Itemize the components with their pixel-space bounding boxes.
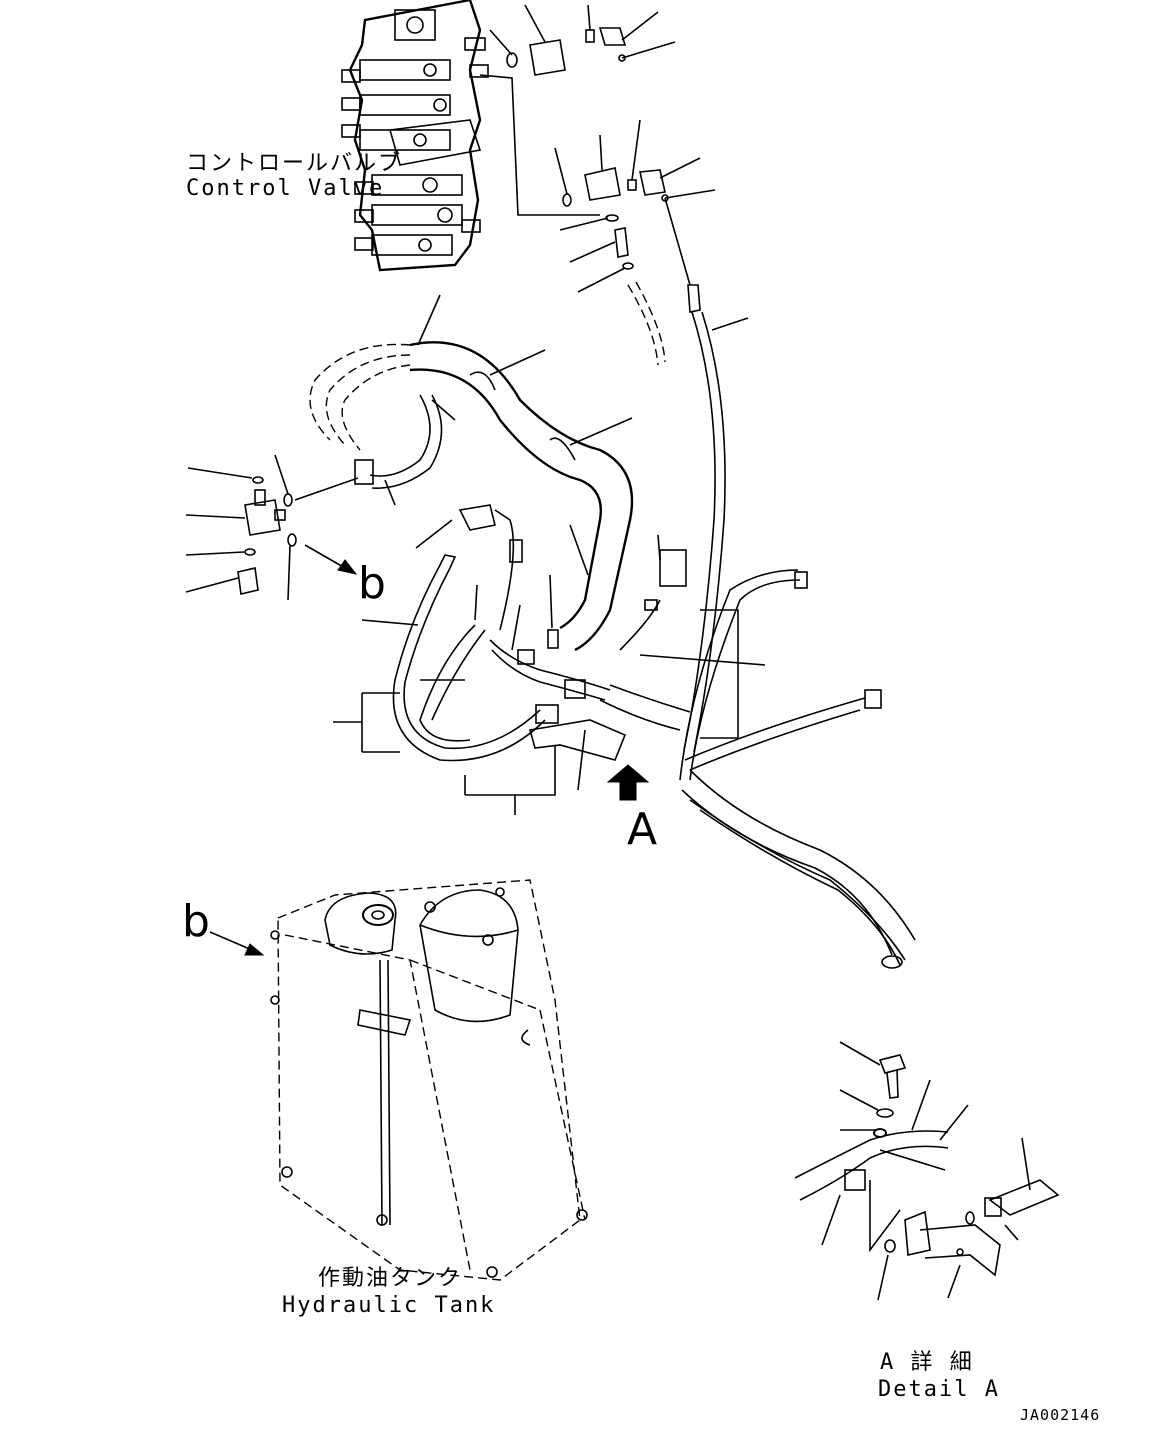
control-valve-label-en: Control Valve	[186, 176, 385, 201]
lower-hose-loop	[333, 504, 916, 969]
left-tee-fitting	[185, 454, 359, 601]
arrow-b-label-lower: b	[182, 896, 210, 947]
hydraulic-tank-drawing	[209, 879, 588, 1281]
arrow-b-label-upper: b	[358, 558, 386, 609]
right-hose	[627, 197, 749, 753]
upper-fittings	[479, 4, 716, 293]
view-arrow-a	[606, 764, 650, 801]
detail-a-label-en: Detail A	[878, 1377, 1000, 1402]
control-valve-label-jp: コントロールバルブ	[186, 151, 403, 176]
view-a-label: A	[627, 804, 658, 855]
hydraulic-tank-label-jp: 作動油タンク	[318, 1266, 463, 1291]
detail-a-label-jp: A 詳 細	[880, 1350, 974, 1375]
hydraulic-tank-label-en: Hydraulic Tank	[282, 1293, 496, 1318]
detail-a-drawing	[794, 1041, 1060, 1301]
control-valve-drawing	[341, 0, 489, 272]
drawing-code: JA002146	[1020, 1406, 1101, 1424]
main-hose-assembly	[309, 294, 634, 652]
